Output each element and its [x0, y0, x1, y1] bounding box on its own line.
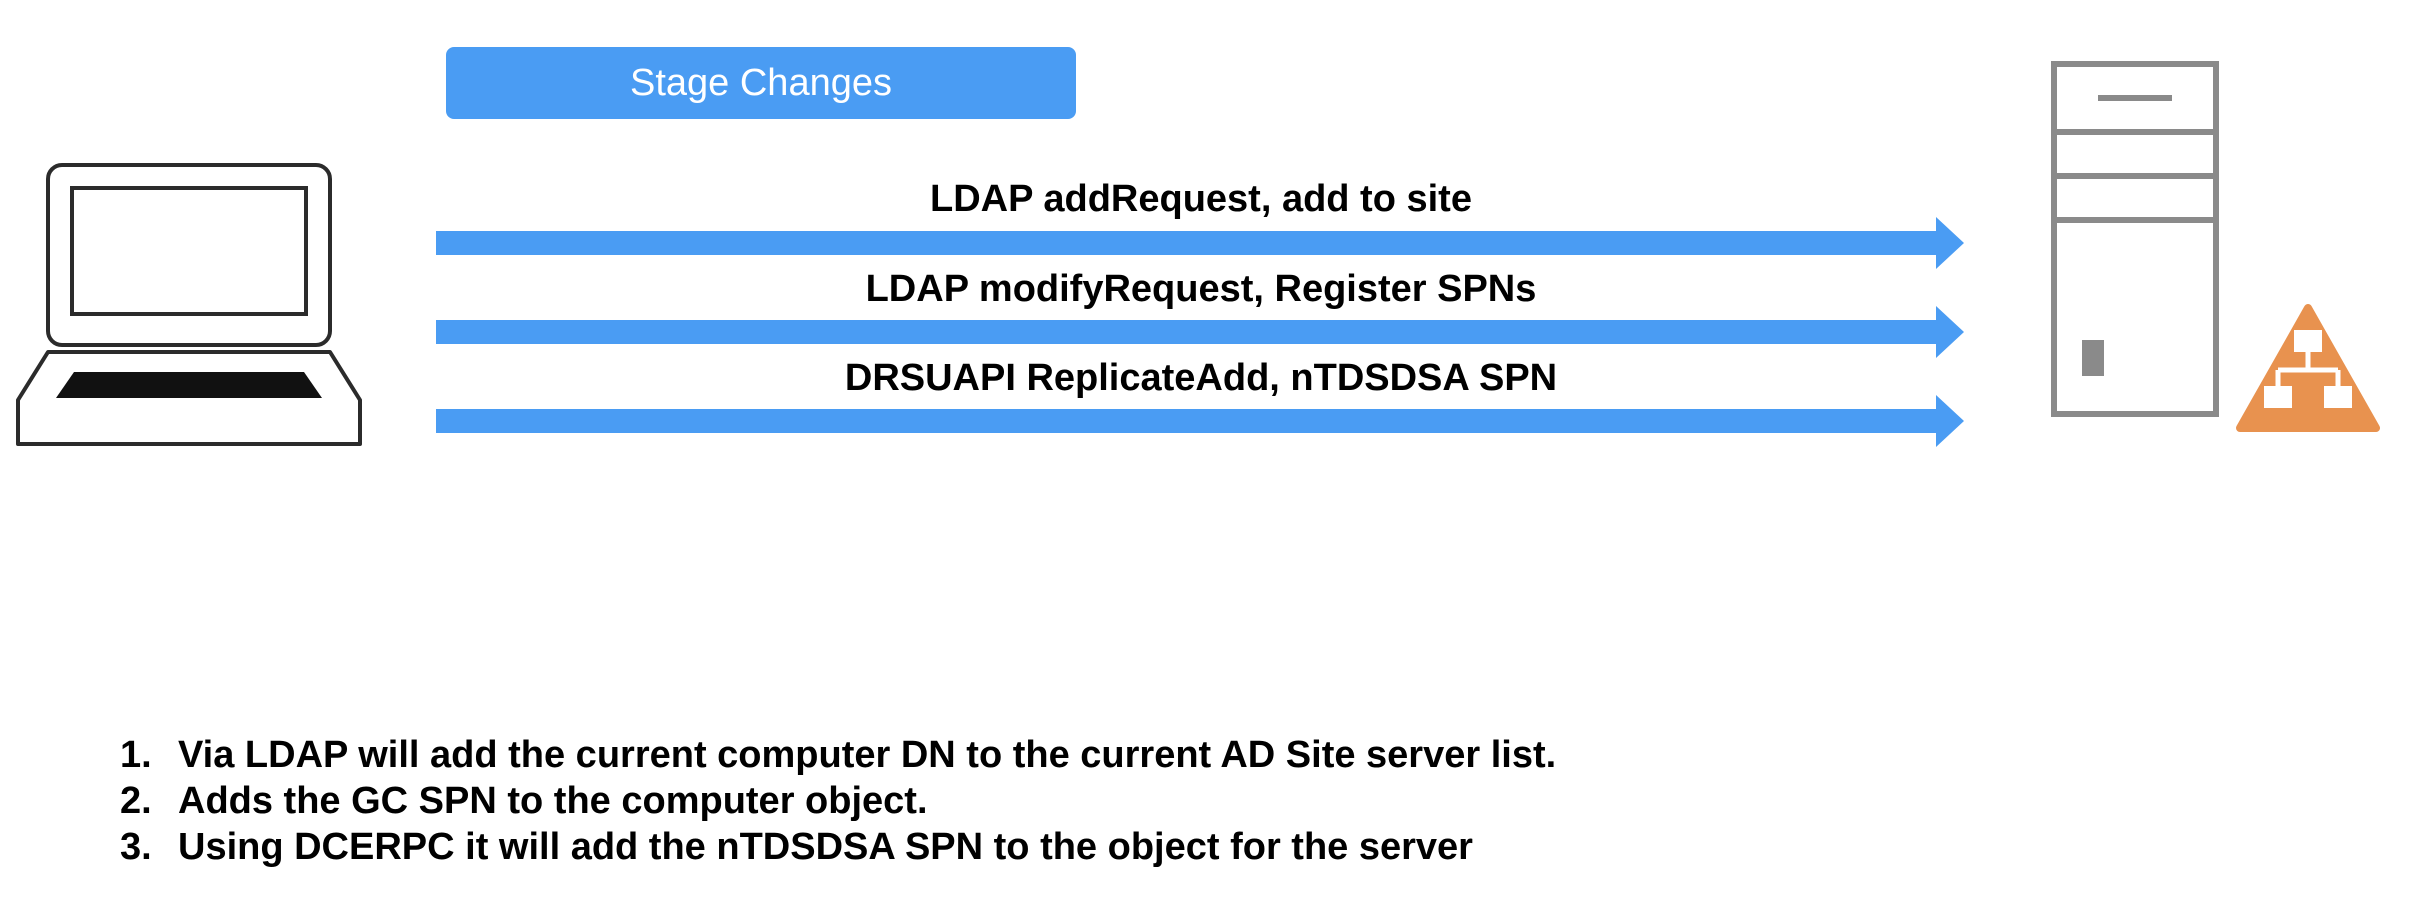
laptop-screen	[70, 186, 308, 316]
stage-changes-banner: Stage Changes	[446, 47, 1076, 119]
server-icon	[2051, 61, 2380, 432]
step-item: 2. Adds the GC SPN to the computer object…	[120, 778, 1556, 824]
step-item: 1. Via LDAP will add the current computer…	[120, 732, 1556, 778]
laptop-icon	[16, 163, 362, 446]
step-text: Using DCERPC it will add the nTDSDSA SPN…	[178, 826, 1473, 868]
steps-list: 1. Via LDAP will add the current computer…	[120, 732, 1556, 870]
step-number: 2.	[120, 780, 152, 822]
message-arrow-1	[436, 217, 1964, 269]
server-indicator	[2082, 340, 2104, 376]
message-label-1: LDAP addRequest, add to site	[930, 178, 1472, 220]
message-arrow-3	[436, 395, 1964, 447]
laptop-keyboard	[56, 372, 322, 398]
server-tower	[2051, 61, 2219, 417]
message-arrow-2	[436, 306, 1964, 358]
step-text: Via LDAP will add the current computer D…	[178, 734, 1557, 776]
message-label-2: LDAP modifyRequest, Register SPNs	[865, 268, 1537, 310]
message-label-3: DRSUAPI ReplicateAdd, nTDSDSA SPN	[844, 357, 1558, 399]
network-hierarchy-icon	[2236, 304, 2380, 432]
step-item: 3. Using DCERPC it will add the nTDSDSA S…	[120, 824, 1556, 870]
stage-changes-label: Stage Changes	[630, 61, 892, 104]
step-number: 1.	[120, 734, 152, 776]
step-text: Adds the GC SPN to the computer object.	[178, 780, 928, 822]
step-number: 3.	[120, 826, 152, 868]
